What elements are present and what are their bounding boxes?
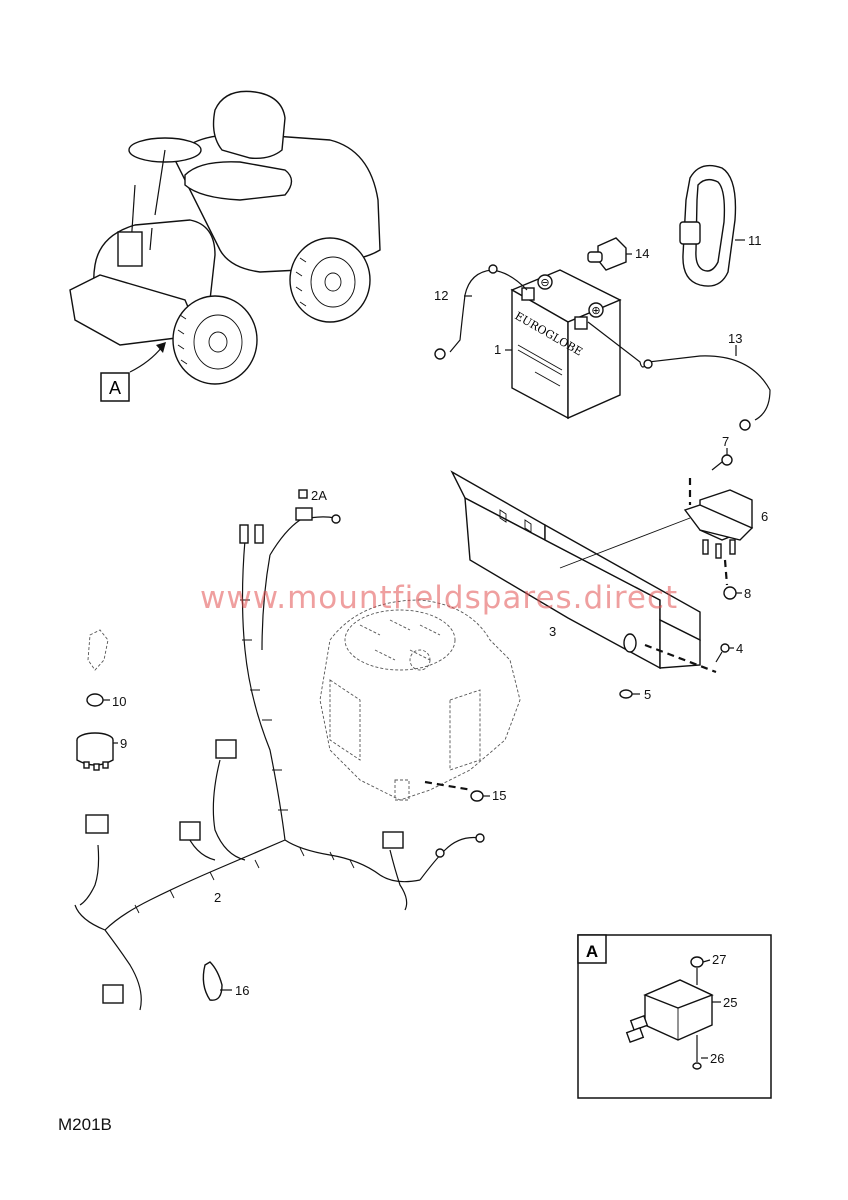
relay-assembly xyxy=(683,448,754,600)
diagram-code: M201B xyxy=(58,1115,112,1134)
callout-11: 11 xyxy=(748,233,762,248)
view-a-box xyxy=(100,372,130,402)
mounting-bracket xyxy=(450,470,701,670)
battery-positive-label: ⊕ xyxy=(591,305,600,317)
callout-13: 13 xyxy=(728,331,742,346)
callout-3: 3 xyxy=(549,624,556,639)
positive-cable xyxy=(587,321,771,431)
wiring-harness xyxy=(74,489,485,1011)
terminal-cover xyxy=(587,237,632,271)
negative-cable xyxy=(434,264,528,360)
tractor-illustration xyxy=(69,90,381,385)
callout-16: 16 xyxy=(235,983,249,998)
callout-9: 9 xyxy=(120,736,127,751)
watermark: www.mountfieldspares.direct xyxy=(200,580,679,616)
callout-5: 5 xyxy=(644,687,651,702)
inset-a xyxy=(577,934,772,1099)
callout-27: 27 xyxy=(712,952,726,967)
callout-14: 14 xyxy=(635,246,649,261)
callout-26: 26 xyxy=(710,1051,724,1066)
battery: ⊖ ⊕ EUROGLOBE xyxy=(505,269,622,420)
callout-15: 15 xyxy=(492,788,506,803)
callout-12: 12 xyxy=(434,288,448,303)
callout-7: 7 xyxy=(722,434,729,449)
ignition-switch xyxy=(76,629,118,771)
battery-negative-label: ⊖ xyxy=(540,277,549,289)
callout-25: 25 xyxy=(723,995,737,1010)
callout-8: 8 xyxy=(744,586,751,601)
view-a-label: A xyxy=(109,378,121,398)
callout-6: 6 xyxy=(761,509,768,524)
engine-connector-cap xyxy=(470,790,484,802)
callout-2a: 2A xyxy=(311,488,327,503)
callout-2: 2 xyxy=(214,890,221,905)
inset-a-label: A xyxy=(586,942,598,961)
battery-strap xyxy=(679,164,745,287)
cable-tie xyxy=(202,961,232,1001)
engine-outline xyxy=(319,599,521,801)
callout-4: 4 xyxy=(736,641,743,656)
callout-1: 1 xyxy=(494,342,501,357)
bolt-and-washer xyxy=(619,643,734,699)
callout-10: 10 xyxy=(112,694,126,709)
